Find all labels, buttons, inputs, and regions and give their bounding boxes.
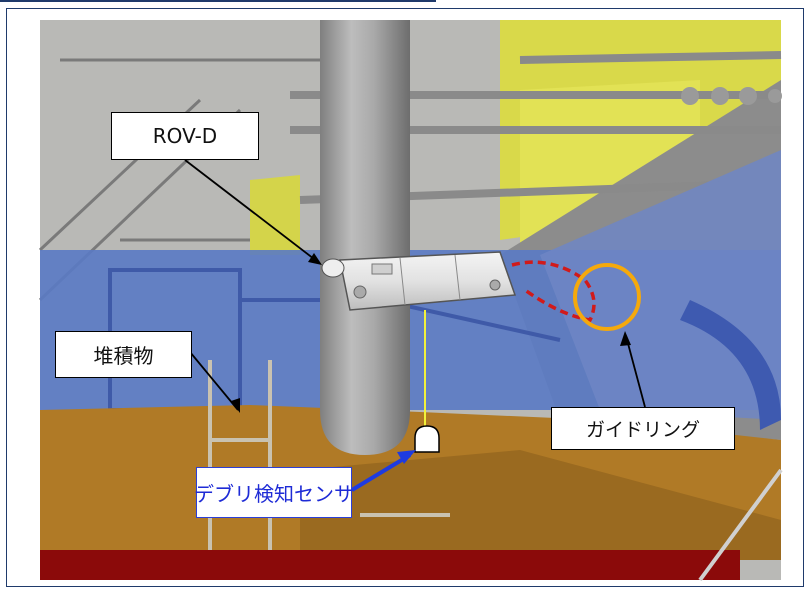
sediment-debris [300,450,781,560]
central-pillar [320,20,410,455]
sensor-arrow [350,453,412,492]
debris-sensor-label: デブリ検知センサ [194,467,354,518]
yellow-wall-panel [250,175,300,255]
figure-frame [6,8,804,587]
sediment-framework [208,360,450,550]
rov-label: ROV-D [111,112,259,160]
pipe-flanges [681,87,782,105]
leader-lines [184,159,646,411]
rov-vehicle [321,251,517,311]
top-rule [0,0,436,2]
sensor-arrowhead [397,450,416,464]
sediment-label: 堆積物 [55,331,192,378]
leader-arrowheads [231,253,631,413]
guide-ring [573,263,641,331]
curved-pipe [680,300,781,430]
debris-sensor [414,425,440,453]
submerged-wall [540,150,781,420]
floor-band [40,550,740,580]
guide-ring-label: ガイドリング [551,407,735,450]
diagonal-strut [698,468,783,582]
